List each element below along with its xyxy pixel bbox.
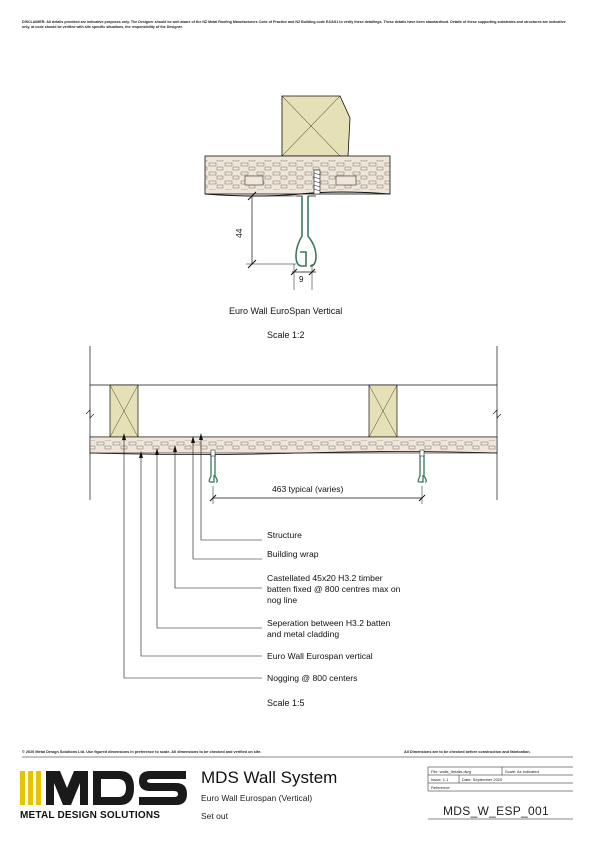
label-castellated-batten-2: batten fixed @ 800 centres max on: [267, 584, 401, 594]
date-cell: Date: September 2020: [462, 777, 503, 782]
label-separation-2: and metal cladding: [267, 629, 340, 639]
label-eurospan-vertical: Euro Wall Eurospan vertical: [267, 651, 373, 661]
scale-cell: Scale: As indicated: [505, 769, 539, 774]
eurospan-profile-right: [417, 455, 427, 483]
drawing-code: MDS_W_ESP_001: [443, 804, 549, 818]
title-block-lines: [22, 756, 573, 820]
detail-2-scale: Scale 1:5: [267, 698, 305, 708]
file-name: File: walls_details.dwg: [431, 769, 471, 774]
dimension-44: 44: [234, 228, 244, 238]
disclaimer-text: DISCLAIMER: All details provided are ind…: [22, 20, 566, 30]
label-separation-1: Seperation between H3.2 batten: [267, 618, 391, 628]
label-castellated-batten-1: Castellated 45x20 H3.2 timber: [267, 573, 383, 583]
detail-1-caption: Euro Wall EuroSpan Vertical: [229, 306, 343, 316]
spacing-dimension: 463 typical (varies): [272, 484, 344, 494]
label-castellated-batten-3: nog line: [267, 595, 298, 605]
verify-note: All Dimensions are to be checked before …: [404, 750, 531, 754]
eurospan-profile-left: [208, 455, 218, 483]
detail-1-scale: Scale 1:2: [267, 330, 305, 340]
drawing-set: Set out: [201, 811, 228, 821]
reference-cell: Reference:: [431, 785, 451, 790]
drawing-subtitle: Euro Wall Eurospan (Vertical): [201, 793, 313, 803]
dimension-9: 9: [299, 275, 304, 284]
issue-cell: Issue: 1.1: [431, 777, 449, 782]
logo-tagline: METAL DESIGN SOLUTIONS: [20, 810, 161, 821]
copyright-note: © 2020 Metal Design Solutions Ltd. Use f…: [22, 750, 262, 754]
label-building-wrap: Building wrap: [267, 549, 319, 559]
drawing-title: MDS Wall System: [201, 768, 338, 787]
detail-1-section: [204, 95, 391, 290]
label-structure: Structure: [267, 530, 302, 540]
eurospan-profile: [295, 196, 317, 267]
timber-stud: [281, 95, 351, 157]
mds-logo: [20, 771, 187, 805]
label-nogging: Nogging @ 800 centers: [267, 673, 358, 683]
detail-2-section: [85, 346, 502, 679]
